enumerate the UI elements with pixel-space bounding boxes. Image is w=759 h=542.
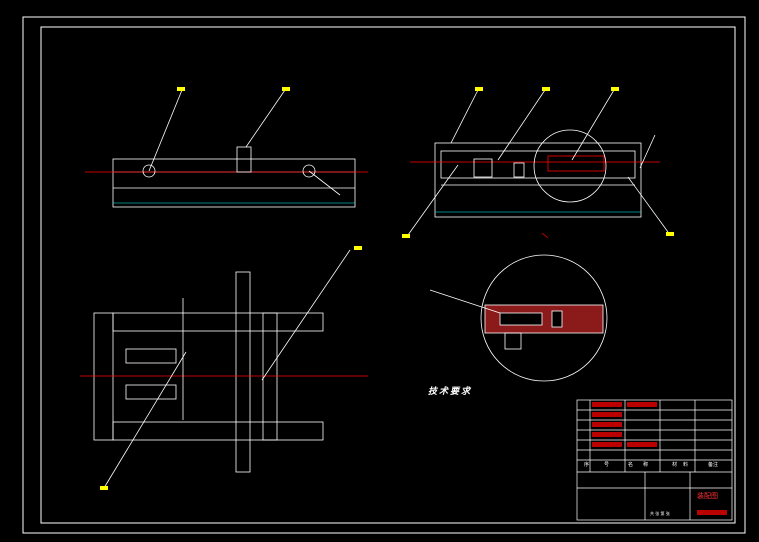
leader-tag <box>100 486 108 490</box>
table-header-2: 号 <box>604 462 609 468</box>
technical-requirements-title: 技术要求 <box>428 387 473 397</box>
leader-tag <box>542 87 550 91</box>
detail-view <box>429 254 608 382</box>
top-right-view <box>407 89 669 239</box>
leader-tag <box>611 87 619 91</box>
sheet-label: 共 张 第 张 <box>650 510 670 516</box>
bottom-left-view <box>80 249 368 489</box>
table-header-7: 备注 <box>708 461 718 468</box>
table-header-4: 称 <box>643 461 648 468</box>
drawing-name: 装配图 <box>697 491 718 500</box>
leader-tag <box>666 232 674 236</box>
leader-tag <box>354 246 362 250</box>
leader-tag <box>402 234 410 238</box>
table-header-1: 序 <box>584 461 589 468</box>
leader-tag <box>475 87 483 91</box>
table-header-3: 名 <box>628 461 633 468</box>
table-header-6: 料 <box>683 461 688 468</box>
technical-requirements: 技术要求 <box>428 384 578 397</box>
inner-frame <box>40 26 736 524</box>
top-left-view <box>85 89 368 208</box>
leader-tag <box>282 87 290 91</box>
outer-frame <box>22 16 746 534</box>
leader-tag <box>177 87 185 91</box>
table-header-5: 材 <box>672 461 677 468</box>
title-block-highlights <box>592 402 727 515</box>
title-block <box>576 399 733 521</box>
